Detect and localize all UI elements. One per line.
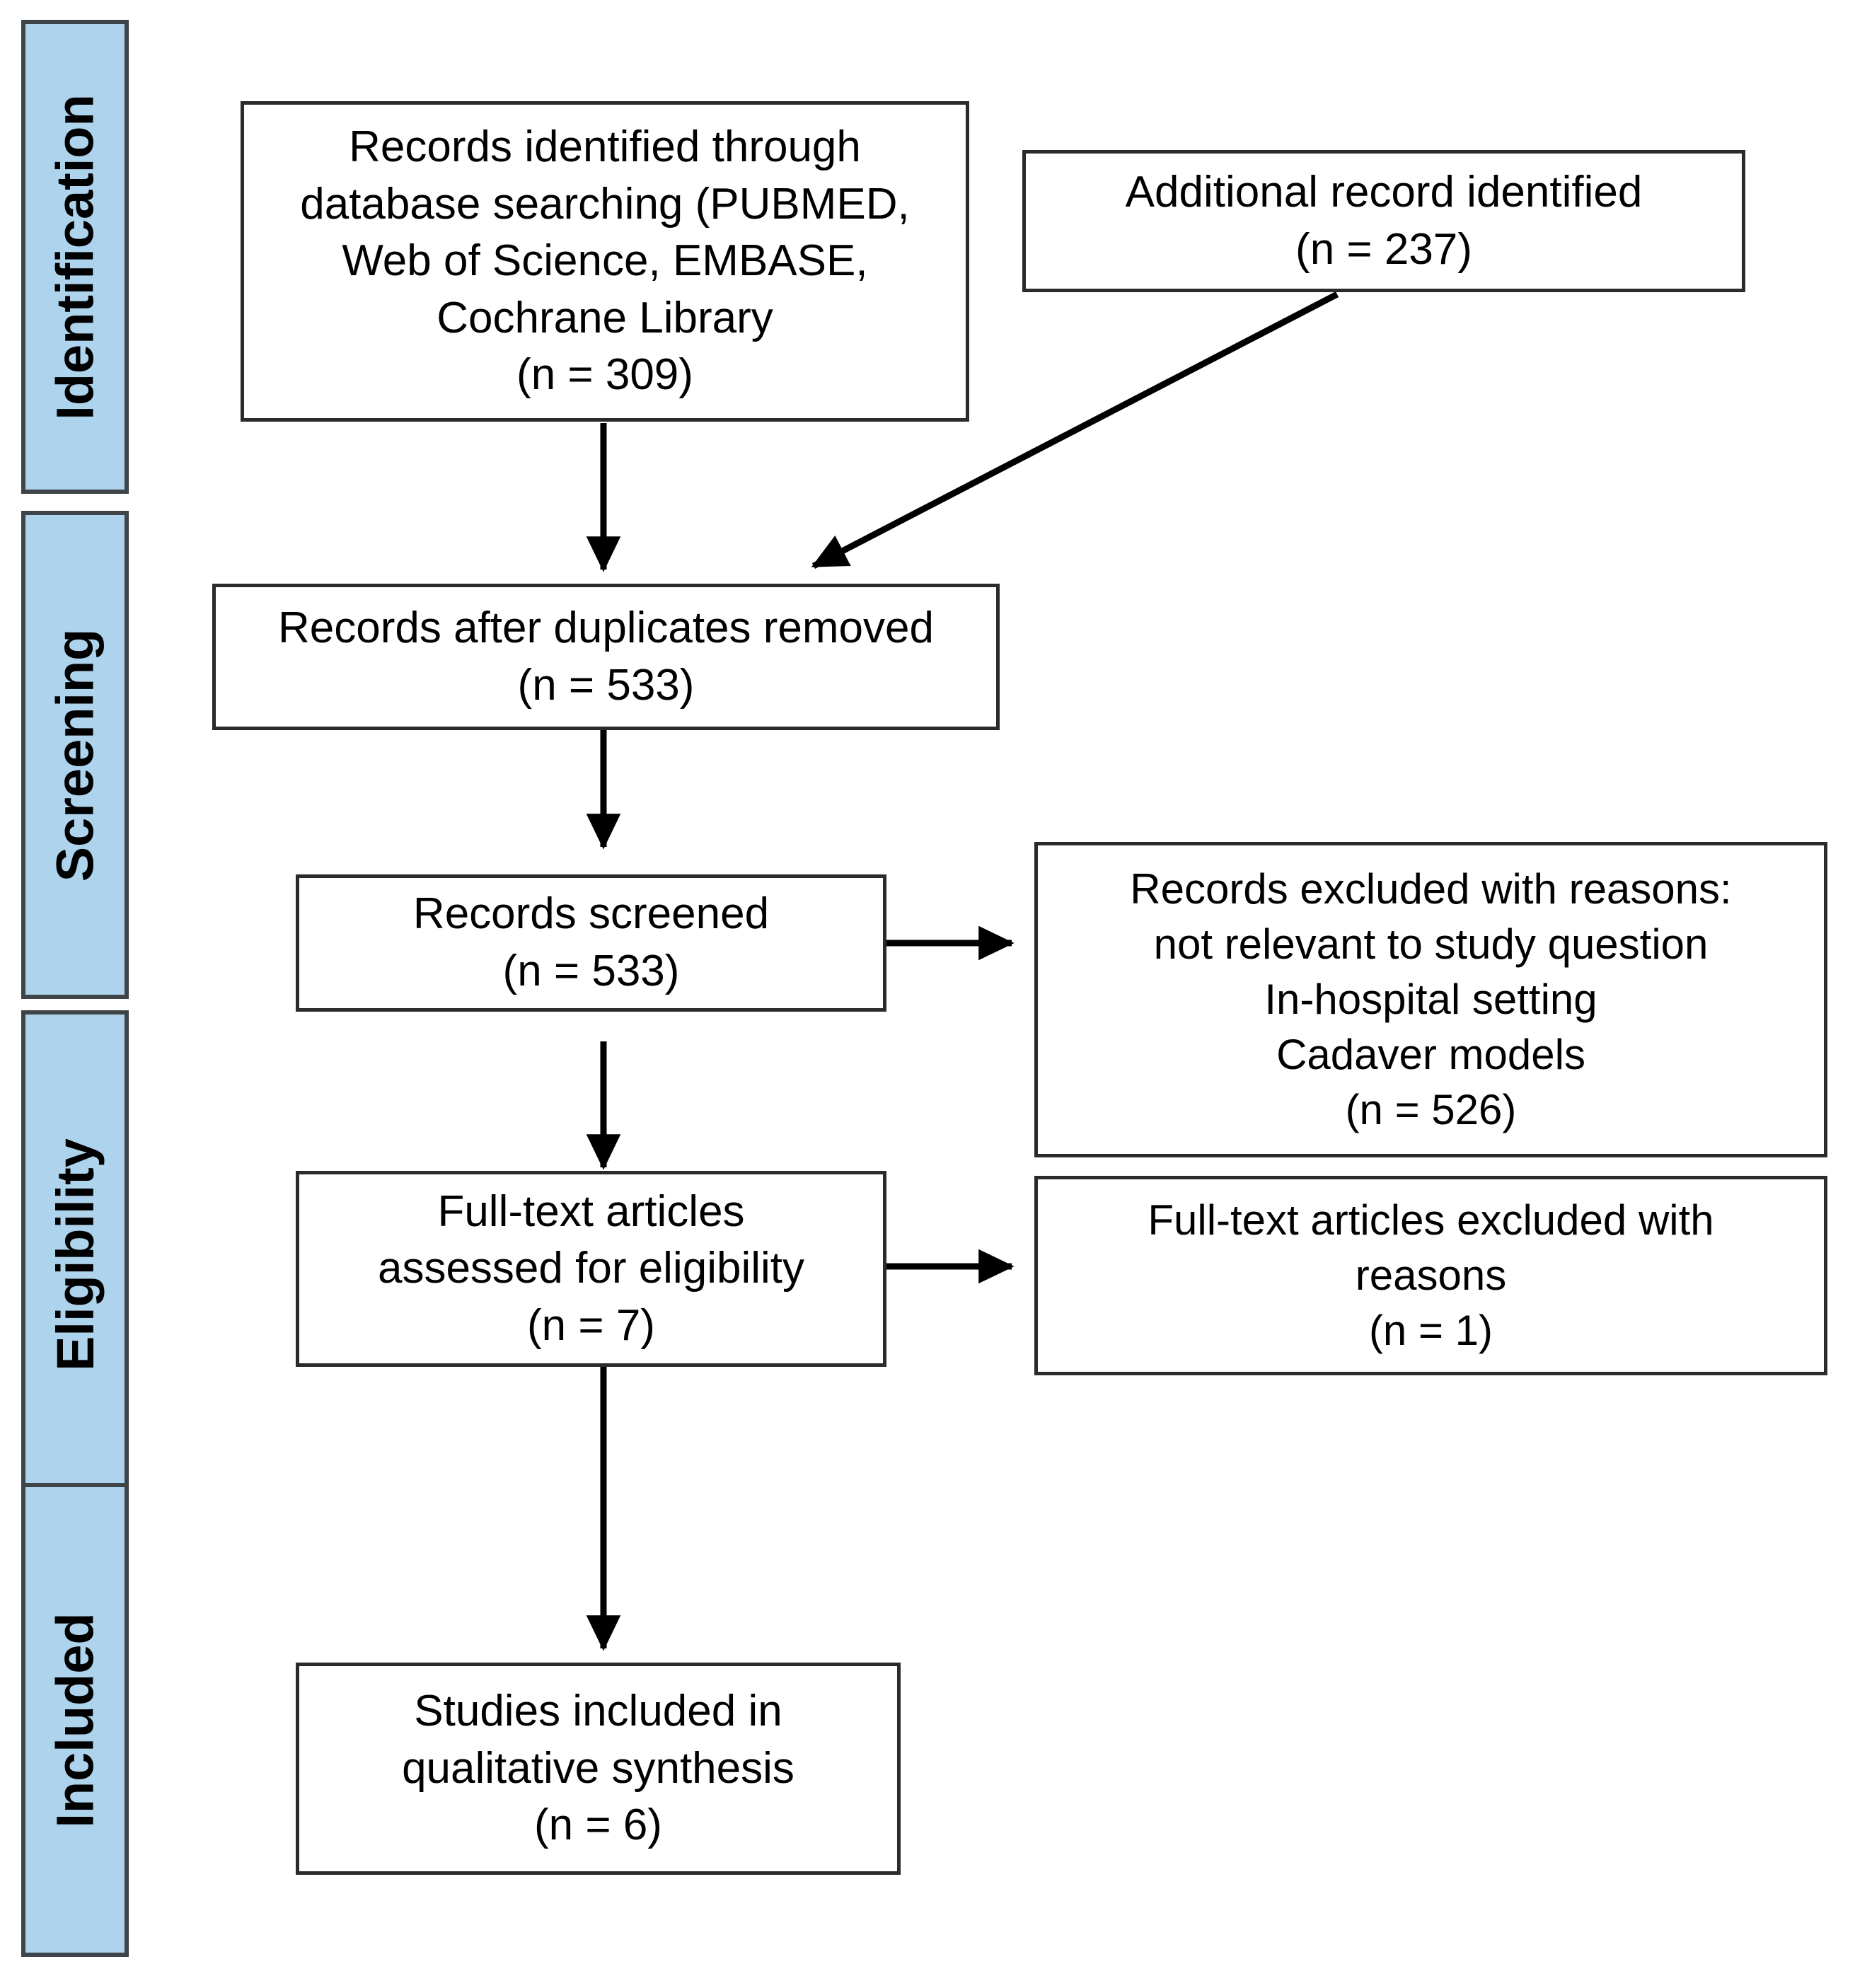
box-additional-records: Additional record identified (n = 237)	[1022, 150, 1745, 292]
box-line: reasons	[1355, 1252, 1507, 1299]
phase-label-eligibility: Eligibility	[45, 1138, 105, 1371]
box-line: Studies included in	[414, 1687, 782, 1736]
phase-label-screening: Screening	[45, 628, 105, 882]
box-count: (n = 6)	[534, 1801, 662, 1850]
box-count: (n = 533)	[502, 947, 680, 995]
box-line: Cochrane Library	[437, 293, 773, 342]
box-records-screened: Records screened (n = 533)	[296, 874, 886, 1012]
box-line: Records identified through	[349, 122, 861, 172]
phase-label-included: Included	[45, 1612, 105, 1828]
box-count: (n = 526)	[1345, 1086, 1517, 1133]
box-line: Web of Science, EMBASE,	[342, 236, 868, 286]
box-records-identified: Records identified through database sear…	[241, 101, 969, 422]
box-line: In-hospital setting	[1264, 976, 1597, 1023]
box-line: Full-text articles excluded with	[1148, 1196, 1714, 1244]
box-count: (n = 309)	[516, 350, 693, 400]
box-line: database searching (PUBMED,	[300, 179, 910, 229]
box-line: Full-text articles	[437, 1186, 745, 1236]
phase-label-identification: Identification	[45, 93, 105, 420]
box-duplicates-removed: Records after duplicates removed (n = 53…	[212, 584, 1000, 730]
box-line: Records excluded with reasons:	[1130, 865, 1732, 913]
box-line: qualitative synthesis	[402, 1743, 794, 1793]
box-line: Cadaver models	[1276, 1031, 1585, 1078]
box-count: (n = 7)	[527, 1300, 655, 1350]
box-fulltext-excluded: Full-text articles excluded with reasons…	[1034, 1176, 1827, 1375]
phase-bar-screening: Screening	[21, 511, 129, 999]
box-line: assessed for eligibility	[377, 1244, 805, 1293]
box-count: (n = 533)	[517, 660, 695, 710]
phase-bar-identification: Identification	[21, 20, 129, 494]
box-line: Records after duplicates removed	[277, 603, 934, 652]
phase-bar-eligibility: Eligibility	[21, 1010, 129, 1498]
box-line: Additional record identified	[1125, 167, 1643, 216]
box-count: (n = 237)	[1295, 224, 1472, 274]
box-count: (n = 1)	[1368, 1307, 1493, 1354]
box-line: Records screened	[412, 889, 770, 939]
box-line: not relevant to study question	[1153, 920, 1709, 968]
box-studies-included: Studies included in qualitative synthesi…	[296, 1663, 901, 1875]
box-fulltext-assessed: Full-text articles assessed for eligibil…	[296, 1171, 886, 1367]
box-records-excluded: Records excluded with reasons: not relev…	[1034, 842, 1827, 1157]
phase-bar-included: Included	[21, 1483, 129, 1957]
